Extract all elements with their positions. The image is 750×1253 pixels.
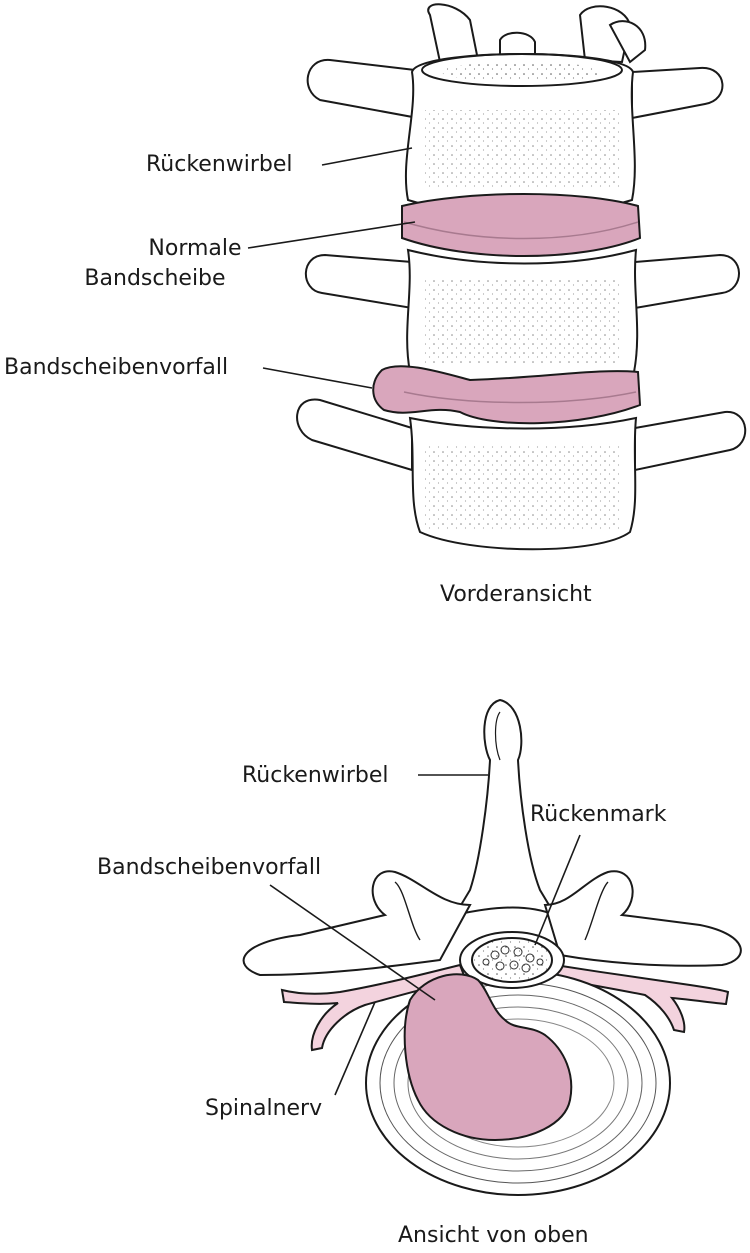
middle-right-transverse-process	[634, 253, 740, 310]
top-label-spinal-cord: Rückenmark	[530, 802, 667, 827]
front-label-vertebra: Rückenwirbel	[146, 152, 293, 177]
right-spinal-nerve	[550, 963, 730, 1034]
front-label-herniation: Bandscheibenvorfall	[4, 355, 229, 380]
spinous-process	[452, 698, 558, 918]
herniated-disc	[372, 365, 642, 425]
front-view-leader-lines	[247, 147, 416, 389]
right-transverse-process	[543, 870, 742, 967]
top-label-spinal-nerve: Spinalnerv	[205, 1096, 323, 1121]
top-label-herniation: Bandscheibenvorfall	[97, 855, 322, 880]
top-view-leader-lines	[269, 774, 581, 1096]
top-right-transverse-process	[631, 66, 724, 120]
bottom-right-transverse-process	[634, 410, 747, 472]
normal-disc	[401, 193, 642, 257]
front-view-illustration	[296, 3, 747, 551]
herniated-nucleus	[403, 973, 573, 1142]
front-caption: Vorderansicht	[440, 582, 592, 607]
top-label-vertebra: Rückenwirbel	[242, 763, 389, 788]
middle-left-transverse-process	[304, 253, 413, 310]
top-caption: Ansicht von oben	[398, 1223, 589, 1248]
left-spinal-nerve	[280, 963, 467, 1052]
top-vertebra-processes	[427, 3, 647, 64]
spinal-cord	[471, 937, 553, 983]
front-label-normal-disc-line1: Normale	[148, 236, 242, 261]
bottom-left-transverse-process	[296, 398, 413, 472]
top-left-transverse-process	[306, 58, 420, 120]
top-view-illustration	[242, 698, 742, 1196]
front-label-normal-disc-line2: Bandscheibe	[84, 266, 226, 291]
left-transverse-process	[242, 870, 472, 977]
